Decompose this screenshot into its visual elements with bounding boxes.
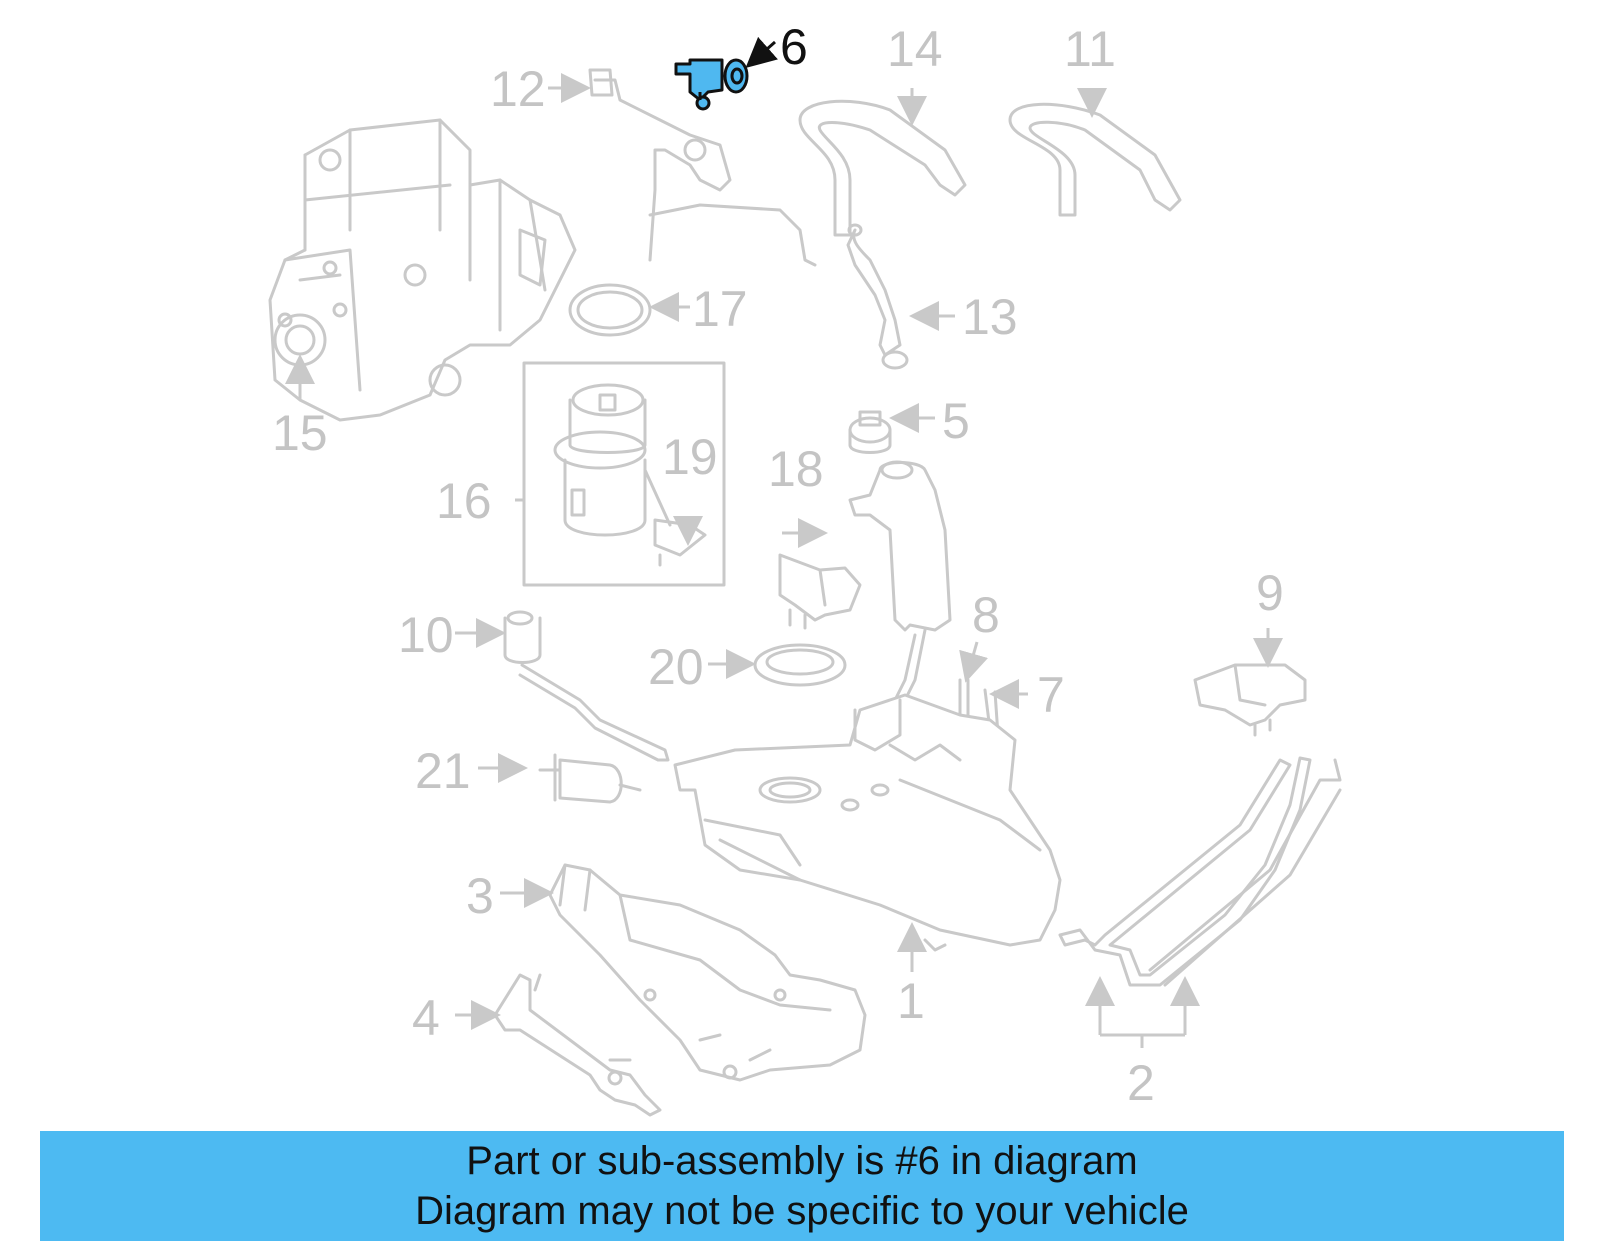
- part-6-highlighted: [674, 36, 778, 111]
- label-8: 8: [972, 587, 1000, 643]
- part-15-pump: [268, 118, 577, 422]
- part-20-seal: [753, 643, 847, 687]
- label-7: 7: [1037, 667, 1065, 723]
- parts-diagram: 1 2 3 4 5 6 7 8 9 10 11 12 13 14 15 16 1…: [268, 19, 1342, 1117]
- label-5: 5: [942, 393, 970, 449]
- label-14: 14: [887, 21, 943, 77]
- caption-banner: Part or sub-assembly is #6 in diagram Di…: [40, 1131, 1564, 1241]
- part-10-filter: [503, 610, 670, 762]
- part-18-bracket: [778, 553, 862, 630]
- label-1: 1: [897, 973, 925, 1029]
- label-17: 17: [692, 281, 748, 337]
- part-17-seal-ring: [568, 283, 652, 337]
- caption-line-2: Diagram may not be specific to your vehi…: [415, 1189, 1189, 1233]
- label-21: 21: [415, 743, 471, 799]
- part-11-hose: [1008, 102, 1182, 217]
- label-19: 19: [662, 429, 718, 485]
- part-4-bracket: [493, 973, 662, 1117]
- part-12-fuel-line: [588, 68, 817, 267]
- label-6: 6: [780, 19, 808, 75]
- label-15: 15: [272, 405, 328, 461]
- part-9-bracket: [1193, 663, 1307, 737]
- part-14-hose: [798, 99, 967, 237]
- part-13-hose: [846, 223, 909, 370]
- label-12: 12: [490, 61, 546, 117]
- label-9: 9: [1256, 565, 1284, 621]
- label-18: 18: [768, 441, 824, 497]
- part-5-cap: [848, 410, 892, 454]
- label-3: 3: [466, 868, 494, 924]
- part-2-straps: [1058, 756, 1342, 987]
- label-2: 2: [1127, 1055, 1155, 1111]
- part-1-fuel-tank: [673, 693, 1062, 952]
- part-16-pump-module: [522, 361, 726, 587]
- label-4: 4: [412, 990, 440, 1046]
- label-11: 11: [1064, 21, 1116, 77]
- part-filler-neck: [848, 460, 952, 702]
- part-3-heat-shield: [548, 863, 867, 1082]
- leader-arrows: [285, 73, 1283, 1048]
- label-13: 13: [962, 289, 1018, 345]
- label-20: 20: [648, 639, 704, 695]
- part-21-filter: [538, 753, 642, 804]
- label-16: 16: [436, 473, 492, 529]
- caption-line-1: Part or sub-assembly is #6 in diagram: [466, 1139, 1138, 1183]
- label-10: 10: [398, 607, 454, 663]
